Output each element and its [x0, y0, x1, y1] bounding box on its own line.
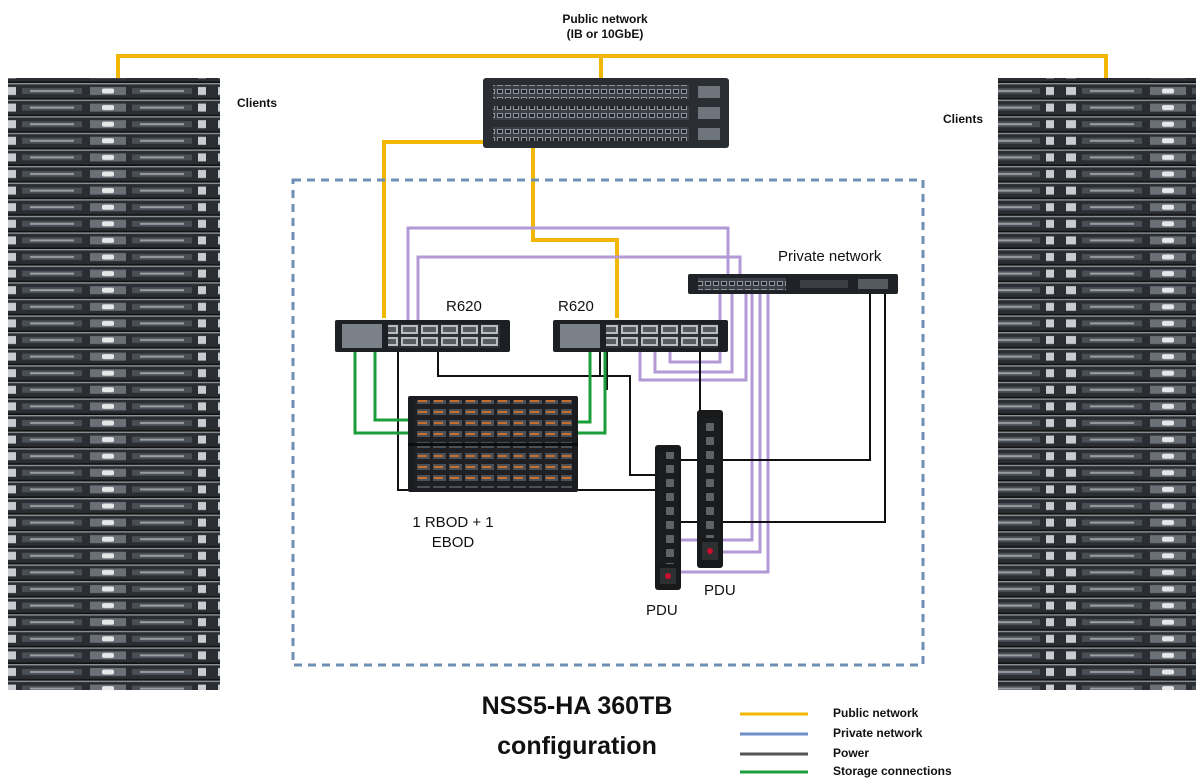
legend-storage-connections: Storage connections — [833, 764, 952, 778]
storage-cables — [353, 340, 607, 435]
pdu-right-label: PDU — [704, 582, 736, 599]
r620-right-label: R620 — [558, 298, 594, 315]
clients-right-label: Clients — [943, 112, 984, 126]
r620-server-left-icon — [335, 320, 510, 352]
legend-private-network: Private network — [833, 726, 923, 740]
r620-server-right-icon — [553, 320, 728, 352]
private-switch-icon — [688, 274, 898, 294]
clients-left-label: Clients — [237, 96, 278, 110]
storage-label-line1: 1 RBOD + 1 — [412, 514, 494, 531]
r620-left-label: R620 — [446, 298, 482, 315]
legend-power: Power — [833, 746, 870, 760]
client-rack-right-icon — [998, 78, 1196, 690]
public-network-title-line2: (IB or 10GbE) — [566, 27, 644, 41]
storage-enclosure-icon — [408, 396, 578, 492]
legend-public-network: Public network — [833, 706, 919, 720]
diagram-title: NSS5-HA 360TB configuration — [452, 686, 702, 766]
public-network-title: Public network (IB or 10GbE) — [520, 12, 690, 42]
pdu-right-icon — [697, 410, 723, 568]
pdu-left-label: PDU — [646, 602, 678, 619]
diagram-title-line1: NSS5-HA 360TB — [481, 692, 673, 720]
core-switch-icon — [483, 78, 729, 148]
storage-label: 1 RBOD + 1 EBOD — [408, 513, 498, 553]
nss-boundary — [291, 178, 925, 667]
private-network-label: Private network — [778, 248, 882, 265]
diagram-title-line2: configuration — [497, 732, 657, 760]
storage-label-line2: EBOD — [431, 534, 475, 551]
legend-swatches — [740, 712, 808, 774]
public-network-title-line1: Public network — [562, 12, 648, 26]
client-rack-left-icon — [8, 78, 220, 690]
public-network-cables — [116, 54, 1108, 318]
pdu-left-icon — [655, 445, 681, 590]
